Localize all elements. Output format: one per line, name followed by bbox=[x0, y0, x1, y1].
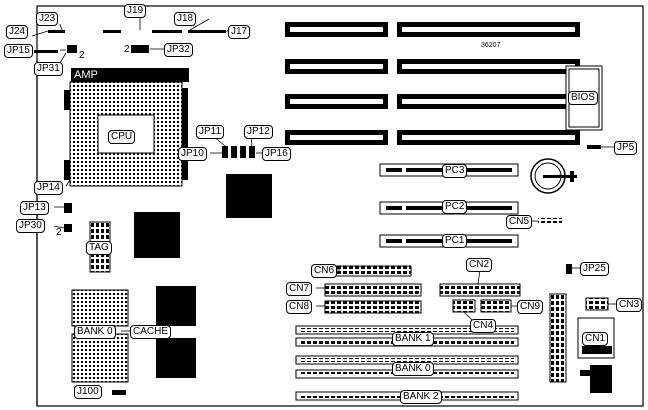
bios-label: BIOS bbox=[568, 91, 598, 105]
j24-label: J24 bbox=[6, 25, 29, 39]
chipset-2 bbox=[134, 212, 180, 258]
cn6-connector bbox=[324, 265, 412, 277]
jp13-label: JP13 bbox=[20, 201, 49, 215]
cache-label: CACHE bbox=[130, 325, 172, 339]
cn1-label: CN1 bbox=[582, 332, 609, 346]
power-connector bbox=[549, 293, 567, 383]
cn3-label: CN3 bbox=[616, 298, 643, 312]
cn2-label: CN2 bbox=[466, 258, 493, 272]
j19-label: J19 bbox=[124, 4, 147, 18]
cn4-label: CN4 bbox=[470, 319, 497, 333]
cpu-label: CPU bbox=[108, 130, 136, 144]
pc2-label: PC2 bbox=[442, 200, 468, 214]
cache-chip-3 bbox=[156, 286, 196, 326]
amp-socket-label: AMP bbox=[71, 68, 189, 82]
cache-chip-4 bbox=[156, 338, 196, 378]
pin2-label-b: 2 bbox=[124, 44, 130, 55]
cn7-label: CN7 bbox=[286, 282, 313, 296]
jp14-label: JP14 bbox=[34, 181, 63, 195]
jp12-label: JP12 bbox=[244, 125, 273, 139]
pin2-label-a: 2 bbox=[79, 50, 85, 61]
cn8-label: CN8 bbox=[286, 300, 313, 314]
cache-chip-2 bbox=[71, 333, 129, 383]
jp15-label: JP15 bbox=[4, 44, 33, 58]
jp30-label: JP30 bbox=[16, 219, 45, 233]
jp5-label: JP5 bbox=[614, 141, 638, 155]
isa-slots bbox=[285, 22, 580, 145]
jp16-label: JP16 bbox=[262, 147, 291, 161]
cn8-connector bbox=[324, 300, 422, 314]
jumper-block bbox=[222, 146, 255, 158]
tag-label: TAG bbox=[86, 241, 112, 255]
cn9-label: CN9 bbox=[517, 300, 544, 314]
bank2-label: BANK 2 bbox=[400, 390, 442, 404]
cn4-connector bbox=[452, 299, 476, 313]
cache-chip-1 bbox=[71, 289, 129, 327]
cn2-connector bbox=[439, 283, 521, 297]
cn7-connector bbox=[324, 283, 422, 297]
pc1-label: PC1 bbox=[442, 234, 468, 248]
jp11-label: JP11 bbox=[196, 125, 225, 139]
cn6-label: CN6 bbox=[311, 264, 338, 278]
bank1-label: BANK 1 bbox=[392, 332, 434, 346]
board-id-label: 36207 bbox=[481, 42, 501, 49]
cn5-label: CN5 bbox=[506, 215, 533, 229]
pc3-label: PC3 bbox=[442, 164, 468, 178]
j23-label: J23 bbox=[36, 12, 59, 26]
j17-label: J17 bbox=[228, 25, 251, 39]
j18-label: J18 bbox=[174, 12, 197, 26]
jp31-label: JP31 bbox=[34, 62, 63, 76]
jp10-label: JP10 bbox=[178, 147, 207, 161]
bank0-cache-label: BANK 0 bbox=[74, 325, 116, 339]
cn3-connector bbox=[585, 297, 609, 311]
cn9-connector bbox=[480, 299, 512, 313]
top-left-jumpers bbox=[34, 30, 226, 53]
jp25-label: JP25 bbox=[580, 262, 609, 276]
db-connector bbox=[590, 365, 612, 393]
chipset-1 bbox=[226, 174, 272, 218]
bank0-label: BANK 0 bbox=[392, 362, 434, 376]
j100-label: J100 bbox=[74, 385, 102, 399]
pin2-label-c: 2 bbox=[56, 227, 62, 238]
jp32-label: JP32 bbox=[164, 43, 193, 57]
